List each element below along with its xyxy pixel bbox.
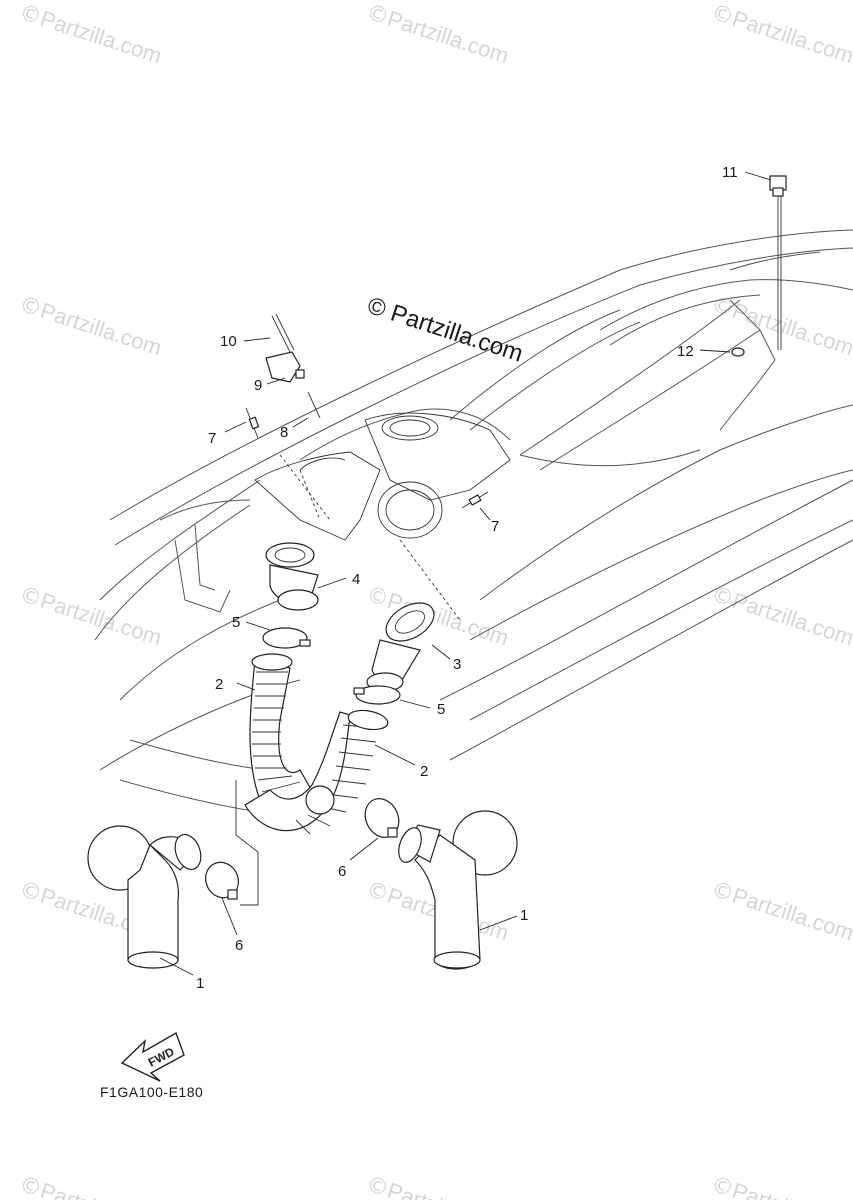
svg-text:Partzilla.com: Partzilla.com [729,298,853,361]
watermark: © Partzilla.com [708,1172,853,1200]
callout-10: 10 [220,333,237,350]
svg-text:Partzilla.com: Partzilla.com [729,588,853,651]
corrugated-hose-2b [244,709,389,835]
rivet-7-right [461,491,489,509]
callout-1: 1 [520,907,528,924]
callout-labels: 1 1 2 2 3 4 5 5 6 6 7 7 8 9 10 11 12 [196,164,738,992]
hose-clamp-6b [364,798,400,838]
clip-12 [731,347,745,357]
svg-text:Partzilla.com: Partzilla.com [37,298,164,361]
hose-clamp-5a [262,627,311,649]
callout-5: 5 [232,614,240,631]
svg-text:Partzilla.com: Partzilla.com [729,6,853,69]
callout-9: 9 [254,377,262,394]
watermark: © Partzilla.com [708,877,853,946]
callout-8: 8 [280,424,288,441]
svg-text:Partzilla.com: Partzilla.com [37,6,164,69]
intake-pipe-1-left [87,825,202,969]
intake-pipe-1-right [398,810,518,970]
hull-outline [94,229,853,816]
watermark: © Partzilla.com [16,0,165,69]
hose-bracket [235,780,259,906]
diagram-code: F1GA100-E180 [100,1084,203,1100]
hose-clamp-6a [205,861,239,900]
watermark: © Partzilla.com [363,0,512,69]
svg-text:Partzilla.com: Partzilla.com [729,1178,853,1200]
callout-5: 5 [437,701,445,718]
duct-elbow-4 [265,542,319,611]
callout-6: 6 [338,863,346,880]
hose-clamp-5b [353,685,401,705]
svg-text:Partzilla.com: Partzilla.com [37,1178,164,1200]
callout-6: 6 [235,937,243,954]
watermark: © Partzilla.com [16,582,165,651]
callout-11: 11 [722,164,738,181]
fwd-arrow-icon: FWD [120,1031,185,1082]
callout-7: 7 [491,518,499,535]
callout-2: 2 [215,676,223,693]
bolt-10 [271,313,295,353]
deck-panel [254,412,511,621]
callout-3: 3 [453,656,461,673]
bracket-9 [265,351,305,383]
duct-elbow-3 [366,602,435,692]
watermark: © Partzilla.com [16,1172,165,1200]
callout-7: 7 [208,430,216,447]
watermark: © Partzilla.com [16,292,165,361]
callout-12: 12 [677,343,694,360]
svg-text:Partzilla.com: Partzilla.com [384,1178,511,1200]
svg-text:Partzilla.com: Partzilla.com [384,6,511,69]
callout-2: 2 [420,763,428,780]
leader-lines [159,171,772,976]
partzilla-watermark: © Partzilla.com [364,292,526,368]
svg-text:Partzilla.com: Partzilla.com [729,883,853,946]
watermark: © Partzilla.com [708,0,853,69]
callout-4: 4 [352,571,360,588]
watermark: © Partzilla.com [708,582,853,651]
rivet-7-left [245,407,260,439]
cap-11 [769,175,787,350]
callout-1: 1 [196,975,204,992]
watermark: © Partzilla.com [363,1172,512,1200]
svg-text:Partzilla.com: Partzilla.com [37,588,164,651]
bolt-8 [307,391,321,419]
